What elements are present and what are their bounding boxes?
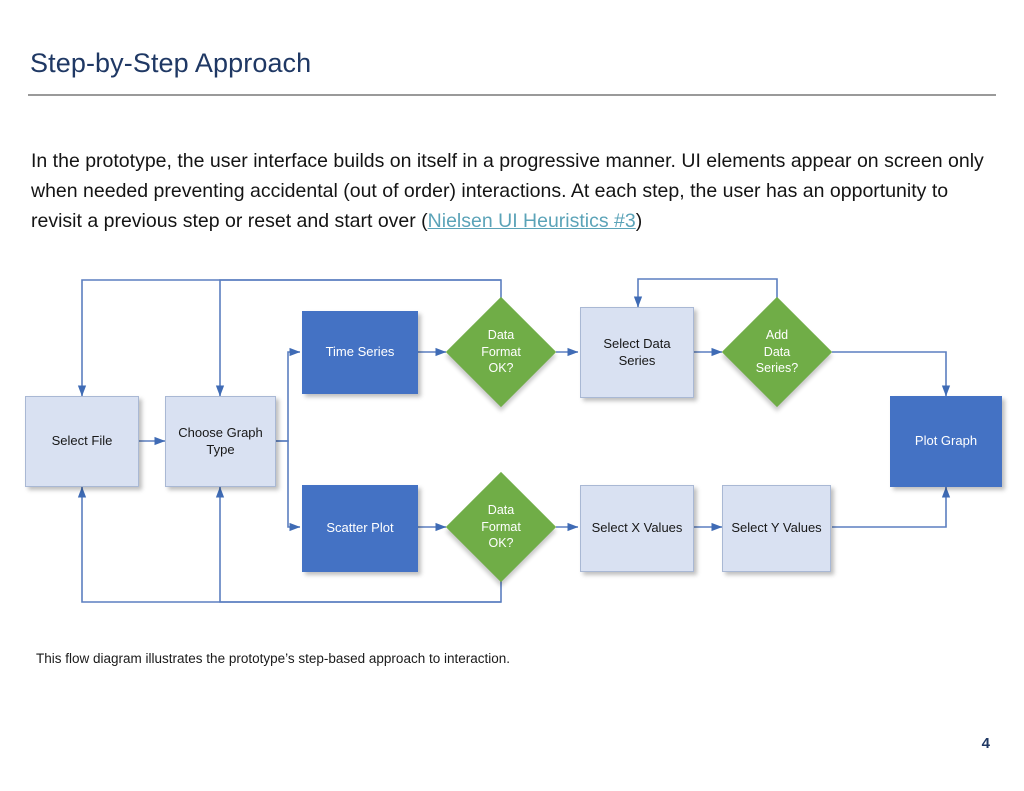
node-data-format-ok-bottom[interactable]: Data Format OK?	[445, 471, 557, 583]
body-paragraph: In the prototype, the user interface bui…	[31, 146, 993, 236]
page-number: 4	[981, 735, 990, 752]
node-label: Select Y Values	[731, 520, 822, 536]
node-plot-graph[interactable]: Plot Graph	[890, 396, 1002, 487]
node-label: Scatter Plot	[326, 520, 394, 536]
node-data-format-ok-top[interactable]: Data Format OK?	[445, 296, 557, 408]
node-label-line1: Data	[487, 327, 515, 342]
node-label: Time Series	[325, 344, 395, 360]
node-label-line3: Series?	[755, 361, 799, 376]
node-label: Select X Values	[591, 520, 683, 536]
page-title: Step-by-Step Approach	[30, 48, 312, 78]
node-add-data-series[interactable]: Add Data Series?	[721, 296, 833, 408]
node-select-file[interactable]: Select File	[25, 396, 139, 487]
node-scatter-plot[interactable]: Scatter Plot	[302, 485, 418, 572]
diagram-caption: This flow diagram illustrates the protot…	[36, 651, 511, 666]
node-label: Select File	[51, 433, 113, 449]
body-text-after-link: )	[635, 210, 643, 232]
node-label-line2: Series	[618, 352, 656, 368]
node-label-line1: Select Data	[603, 336, 671, 352]
node-select-data-series[interactable]: Select Data Series	[580, 307, 694, 398]
node-label-line3: OK?	[488, 361, 514, 376]
node-label-line2: Type	[206, 441, 235, 457]
node-label-line2: Data	[763, 344, 791, 359]
title-divider	[28, 94, 996, 96]
node-label-line2: Format	[481, 344, 521, 359]
node-label-line1: Data	[487, 502, 515, 517]
nielsen-heuristics-link[interactable]: Nielsen UI Heuristics #3	[427, 210, 636, 232]
node-select-y-values[interactable]: Select Y Values	[722, 485, 831, 572]
node-label-line3: OK?	[488, 536, 514, 551]
body-text-before-link: In the prototype, the user interface bui…	[31, 150, 984, 232]
node-select-x-values[interactable]: Select X Values	[580, 485, 694, 572]
node-time-series[interactable]: Time Series	[302, 311, 418, 394]
node-label-line2: Format	[481, 519, 521, 534]
node-label: Plot Graph	[914, 433, 978, 449]
node-label-line1: Choose Graph	[178, 425, 263, 441]
node-label-line1: Add	[765, 327, 789, 342]
node-choose-graph-type[interactable]: Choose Graph Type	[165, 396, 276, 487]
